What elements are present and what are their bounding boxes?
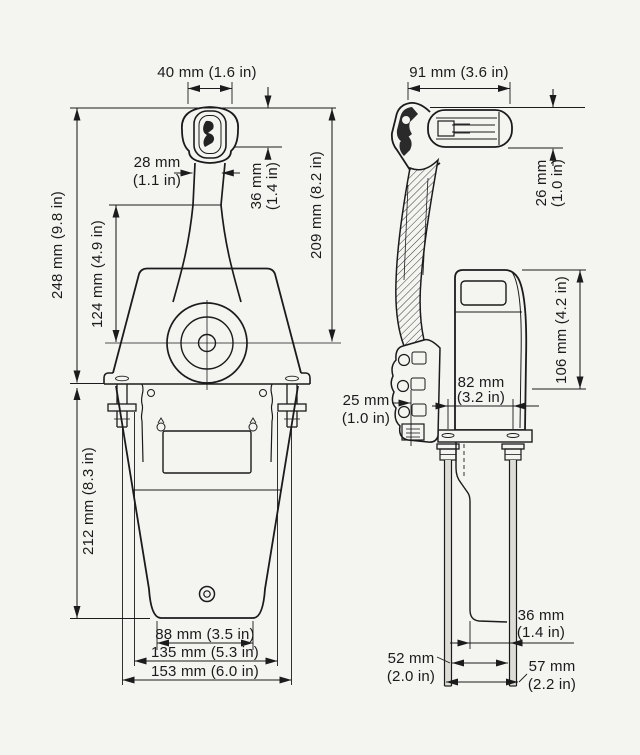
dim-label-span-inner-mm: 52 mm xyxy=(388,650,435,667)
dim-label-plate-depth-mm: 36 mm xyxy=(518,607,565,624)
dim-label-case-height: 106 mm (4.2 in) xyxy=(553,276,570,384)
mechanism-block xyxy=(401,423,425,441)
dim-label-knob-height-in: (1.4 in) xyxy=(264,162,281,210)
dim-label-lever-clearance-in: (1.0 in) xyxy=(342,410,390,427)
grip-bolt xyxy=(437,120,455,137)
side-lever-arm xyxy=(395,157,440,347)
switch-dark-area xyxy=(396,107,418,142)
dim-label-stem-width-in: (1.1 in) xyxy=(133,172,181,189)
dim-label-bracket-height: 212 mm (8.3 in) xyxy=(80,447,97,555)
side-grip xyxy=(427,109,513,148)
back-plate xyxy=(140,383,274,474)
side-stud-left xyxy=(436,443,460,687)
side-knob-housing xyxy=(390,102,441,176)
dim-label-top-to-pivot: 209 mm (8.2 in) xyxy=(308,151,325,259)
dim-label-total-height: 248 mm (9.8 in) xyxy=(49,191,66,299)
dim-label-span-inner-in: (2.0 in) xyxy=(387,668,435,685)
pivot-hub xyxy=(105,300,341,390)
switch-dark-area-lower xyxy=(399,136,412,156)
dim-label-washer-span: 135 mm (5.3 in) xyxy=(151,644,259,661)
dim-label-grip-length: 91 mm (3.6 in) xyxy=(409,64,509,81)
dim-label-bracket-bottom-width: 88 mm (3.5 in) xyxy=(155,626,255,643)
knob-switch-glyph xyxy=(203,120,215,147)
dim-label-bolt-spacing-mm: 82 mm xyxy=(458,374,505,391)
dim-label-grip-height-mm: 26 mm xyxy=(533,160,550,207)
dim-label-flange-width: 153 mm (6.0 in) xyxy=(151,663,259,680)
side-mechanism xyxy=(390,338,441,443)
side-dimensions xyxy=(392,82,586,686)
lever-shaft xyxy=(172,162,242,303)
side-case xyxy=(437,269,533,443)
dim-label-stem-width-mm: 28 mm xyxy=(134,154,181,171)
dim-label-lever-clearance-mm: 25 mm xyxy=(343,392,390,409)
side-plate-profile xyxy=(455,442,508,623)
case-base-flange xyxy=(437,429,533,443)
handle-knob xyxy=(181,106,239,164)
front-dimensions xyxy=(70,82,336,685)
dim-label-span-outer-mm: 57 mm xyxy=(529,658,576,675)
control-body xyxy=(112,267,302,374)
front-view: 40 mm (1.6 in) 28 mm (1.1 in) 36 mm (1.4… xyxy=(49,64,341,685)
dim-label-body-height: 124 mm (4.9 in) xyxy=(89,220,106,328)
dim-label-plate-depth-in: (1.4 in) xyxy=(517,624,565,641)
dim-label-knob-height-mm: 36 mm xyxy=(248,163,265,210)
case-recess xyxy=(460,280,507,306)
dim-label-bolt-spacing-in: (3.2 in) xyxy=(457,389,505,406)
side-view: 91 mm (3.6 in) 26 mm (1.0 in) 106 mm (4.… xyxy=(342,64,586,693)
dim-label-knob-width: 40 mm (1.6 in) xyxy=(157,64,257,81)
plate-window xyxy=(162,430,252,474)
dim-label-span-outer-in: (2.2 in) xyxy=(528,676,576,693)
bracket-hole xyxy=(198,585,216,603)
dim-label-grip-height-in: (1.0 in) xyxy=(549,159,566,207)
side-stud-right xyxy=(501,443,525,687)
lower-bracket xyxy=(115,385,299,619)
